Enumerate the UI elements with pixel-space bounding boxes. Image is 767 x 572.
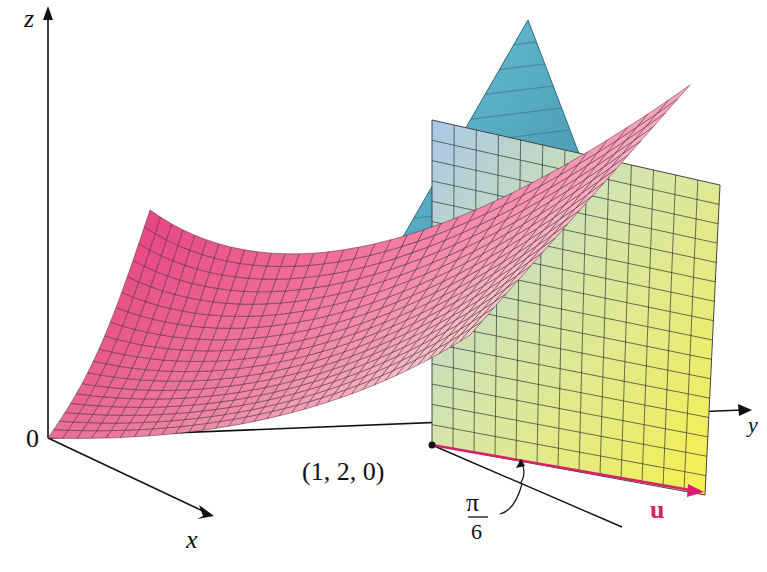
surface-patch (611, 141, 641, 168)
surface-patch (506, 266, 531, 289)
surface-patch (483, 293, 507, 314)
surface-patch (429, 341, 450, 359)
surface-patch (495, 279, 519, 301)
surface-patch (576, 182, 604, 208)
grid-line (432, 384, 708, 437)
surface-patch (657, 85, 690, 113)
surface-patch (634, 113, 665, 141)
surface-patch (553, 210, 580, 235)
axis-label: y (748, 414, 758, 436)
vector-label: u (650, 497, 664, 523)
angle-label: π (466, 490, 479, 516)
grid-line (485, 86, 553, 94)
axis-label: z (24, 6, 34, 32)
surface-patch (407, 354, 427, 371)
angle-label: 6 (471, 521, 482, 543)
surface-patch (564, 196, 592, 221)
origin-label: 0 (26, 426, 39, 452)
point-label: (1, 2, 0) (302, 459, 384, 485)
surface-patch (623, 127, 654, 154)
surface-patch (599, 154, 629, 180)
surface-patch (460, 321, 482, 341)
surface-patch (450, 328, 472, 347)
surface-patch (439, 335, 460, 354)
surface-patch (646, 99, 678, 127)
grid-line (471, 108, 562, 119)
grid-line (432, 343, 710, 398)
grid-line (432, 323, 711, 379)
grid-line (499, 64, 544, 70)
grid-line (432, 364, 709, 418)
grid-line (432, 404, 707, 456)
axis-label: x (186, 527, 198, 553)
surface-patch (418, 348, 439, 365)
surface-patch (530, 238, 556, 262)
surface-patch (472, 307, 495, 328)
grid-line (432, 140, 719, 204)
surface-patch (518, 252, 543, 275)
grid-line (514, 42, 537, 45)
surface-patch (588, 168, 617, 194)
surface-patch (541, 224, 568, 248)
